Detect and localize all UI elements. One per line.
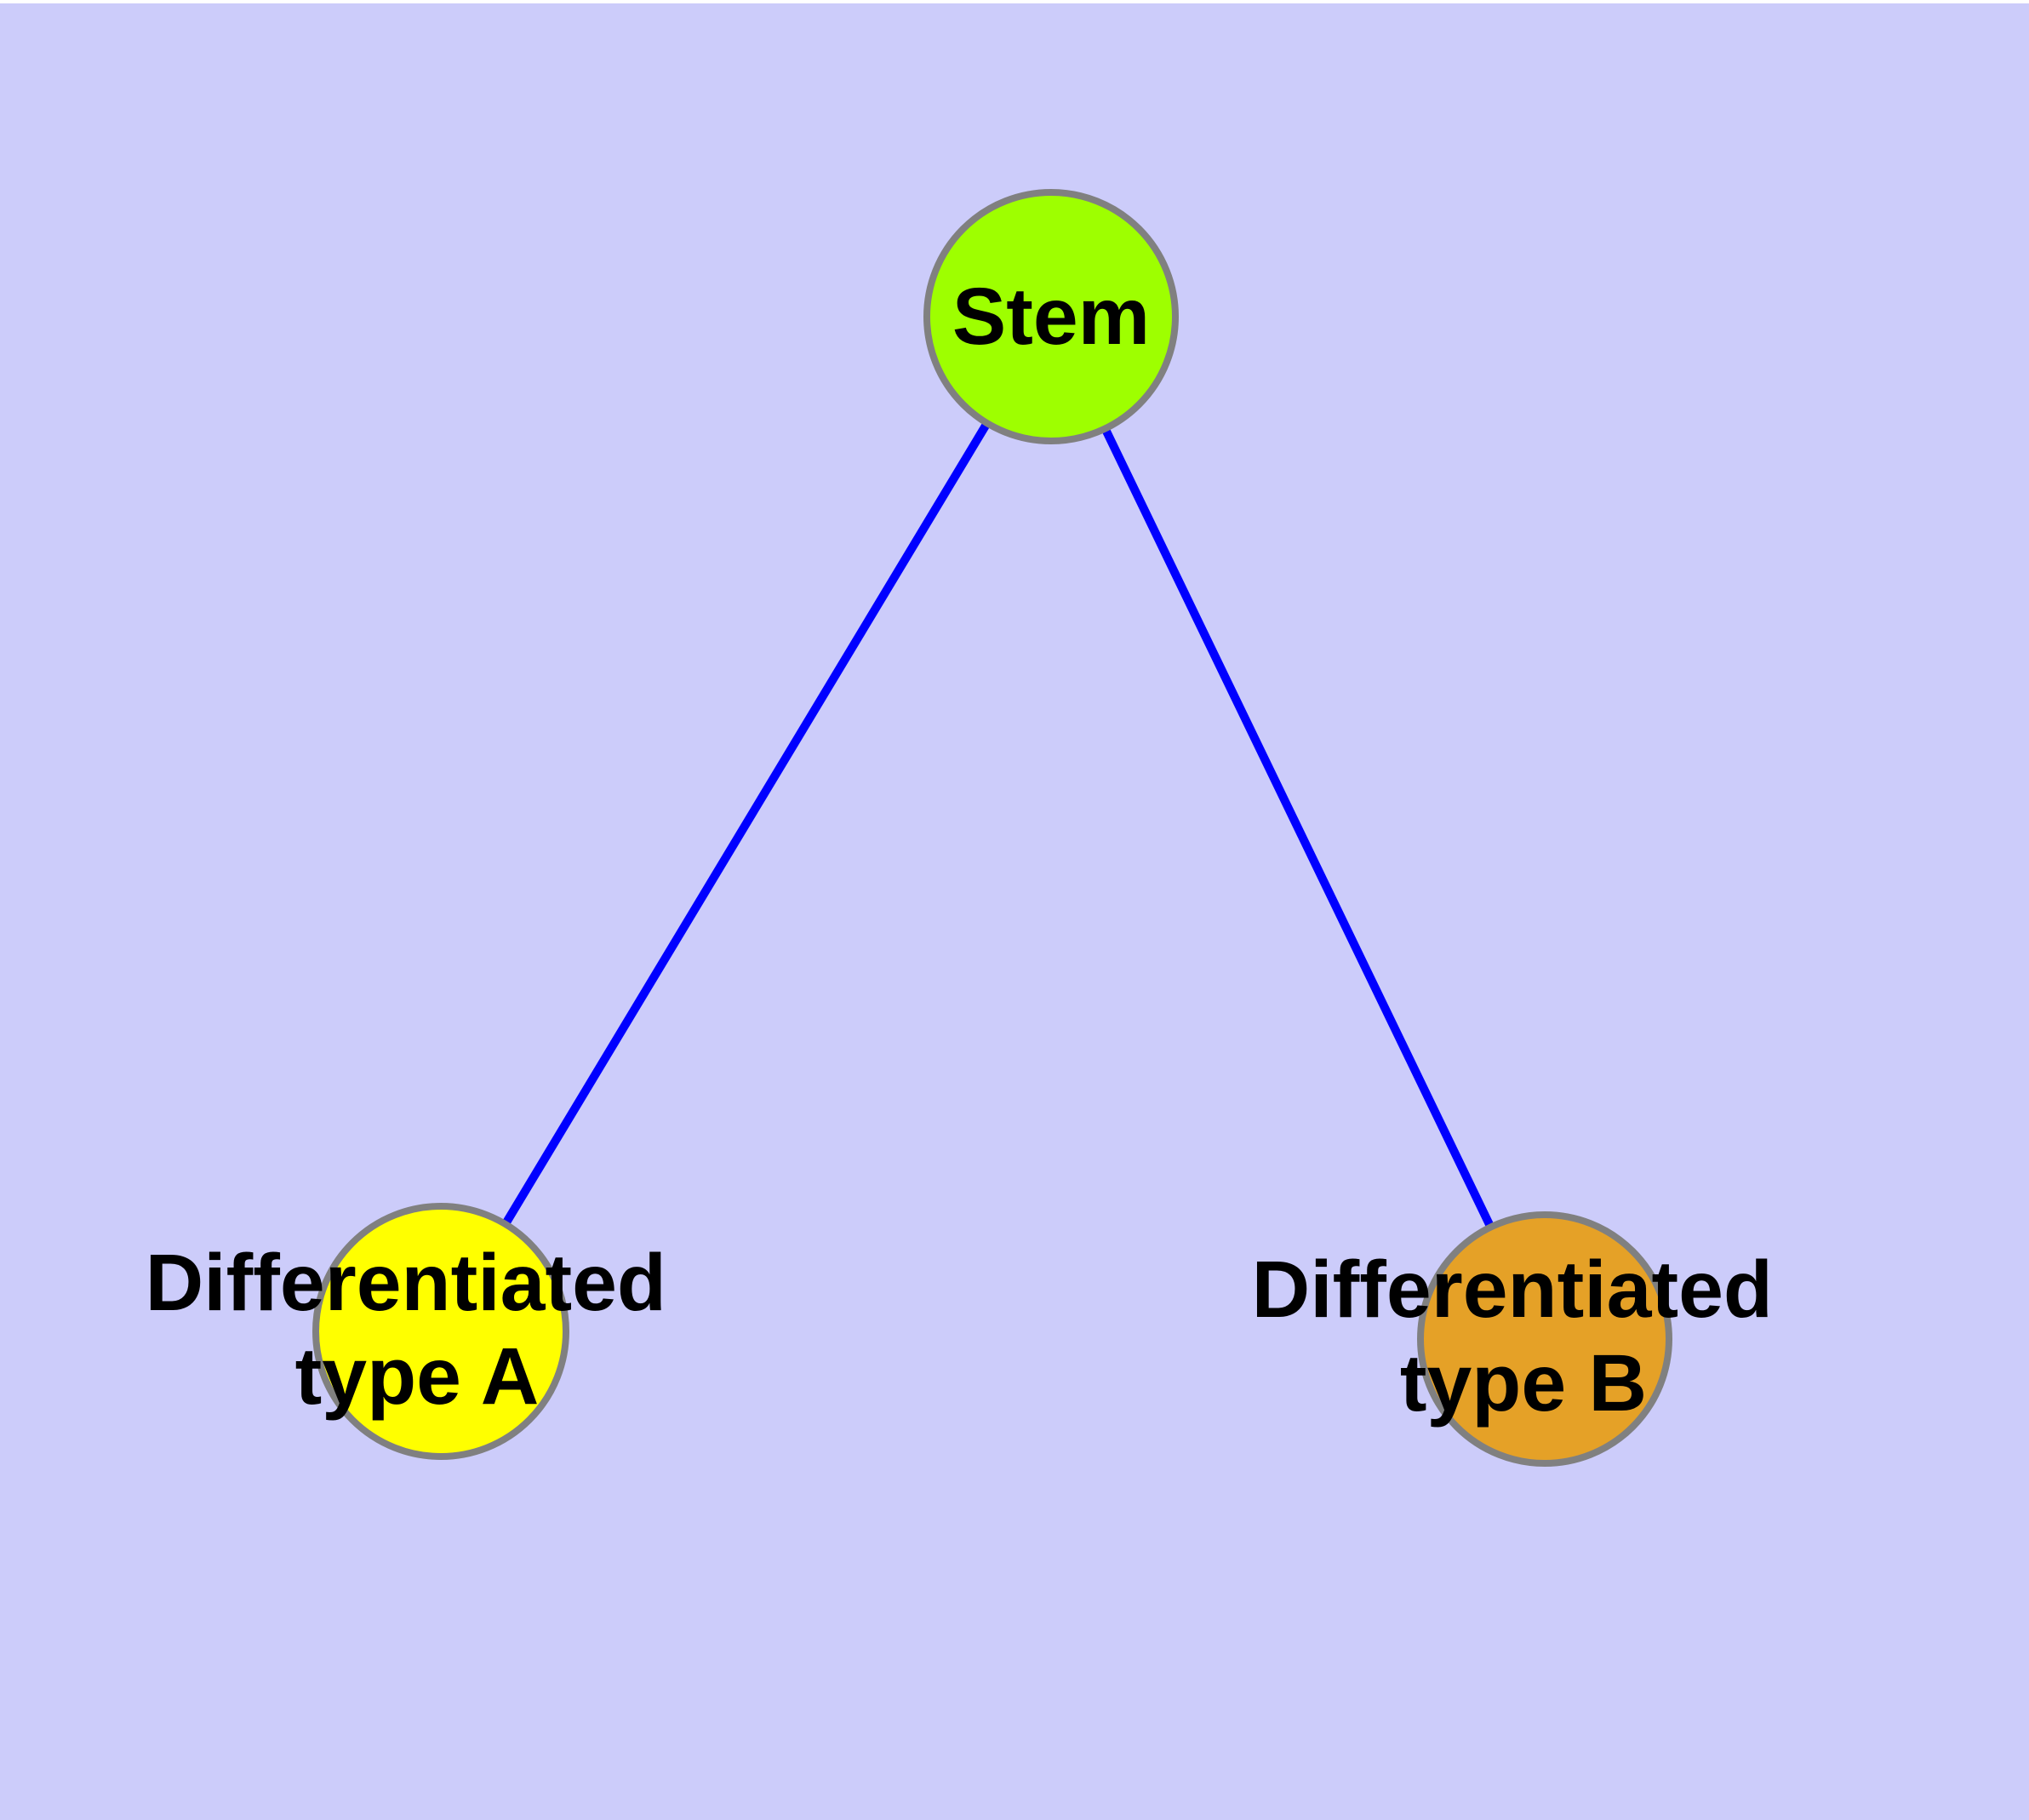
node-label-stem: Stem [952,272,1150,362]
node-circle-differentiated-type-b[interactable] [1417,1211,1672,1467]
node-label-differentiated-type-a-line-1: Differentiated [146,1238,666,1328]
node-label-differentiated-type-a: Differentiated type A [146,1238,689,1422]
node-label-differentiated-type-b: Differentiated type B [1252,1245,1796,1428]
node-circle-stem[interactable] [923,189,1179,444]
node-label-differentiated-type-a-line-2: type A [295,1331,540,1422]
node-layer [312,189,1672,1467]
node-label-differentiated-type-b-line-1: Differentiated [1252,1245,1773,1335]
node-stem[interactable] [923,189,1179,444]
node-label-stem-line-1: Stem [952,272,1150,362]
node-differentiated-type-a[interactable] [312,1203,569,1460]
edge-stem-to-differentiated-type-a[interactable] [437,314,1055,1334]
edge-layer [437,314,1549,1342]
node-differentiated-type-b[interactable] [1417,1211,1672,1467]
edge-stem-to-differentiated-type-b[interactable] [1047,314,1549,1342]
node-label-differentiated-type-b-line-2: type B [1400,1338,1647,1428]
label-layer: Stem Differentiated type A Differentiate… [146,272,1796,1428]
node-circle-differentiated-type-a[interactable] [312,1203,569,1460]
